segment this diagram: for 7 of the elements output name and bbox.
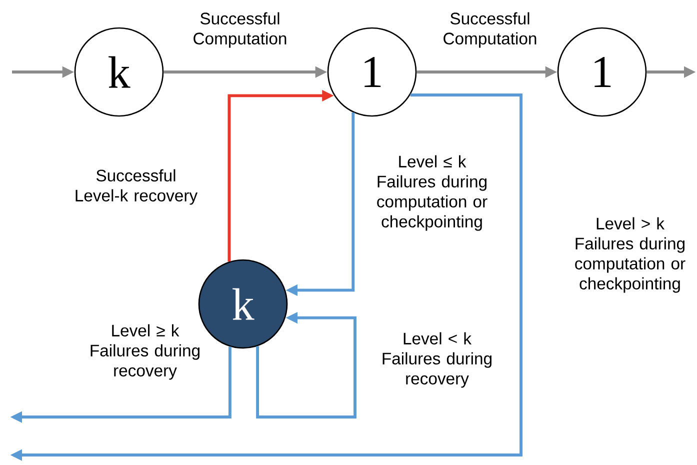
edge-label: Level > k Failures during computation or checkpointing [575, 217, 686, 293]
edge-label: Level < k Failures during recovery [382, 332, 492, 388]
edge-label: Successful Computation [194, 12, 286, 48]
edge-label: Successful Level-k recovery [76, 169, 198, 205]
edge-label: Successful Computation [444, 12, 536, 48]
edge-label: Level ≤ k Failures during computation or checkpointing [377, 155, 488, 231]
edge-label: Level ≥ k Failures during recovery [90, 324, 200, 380]
